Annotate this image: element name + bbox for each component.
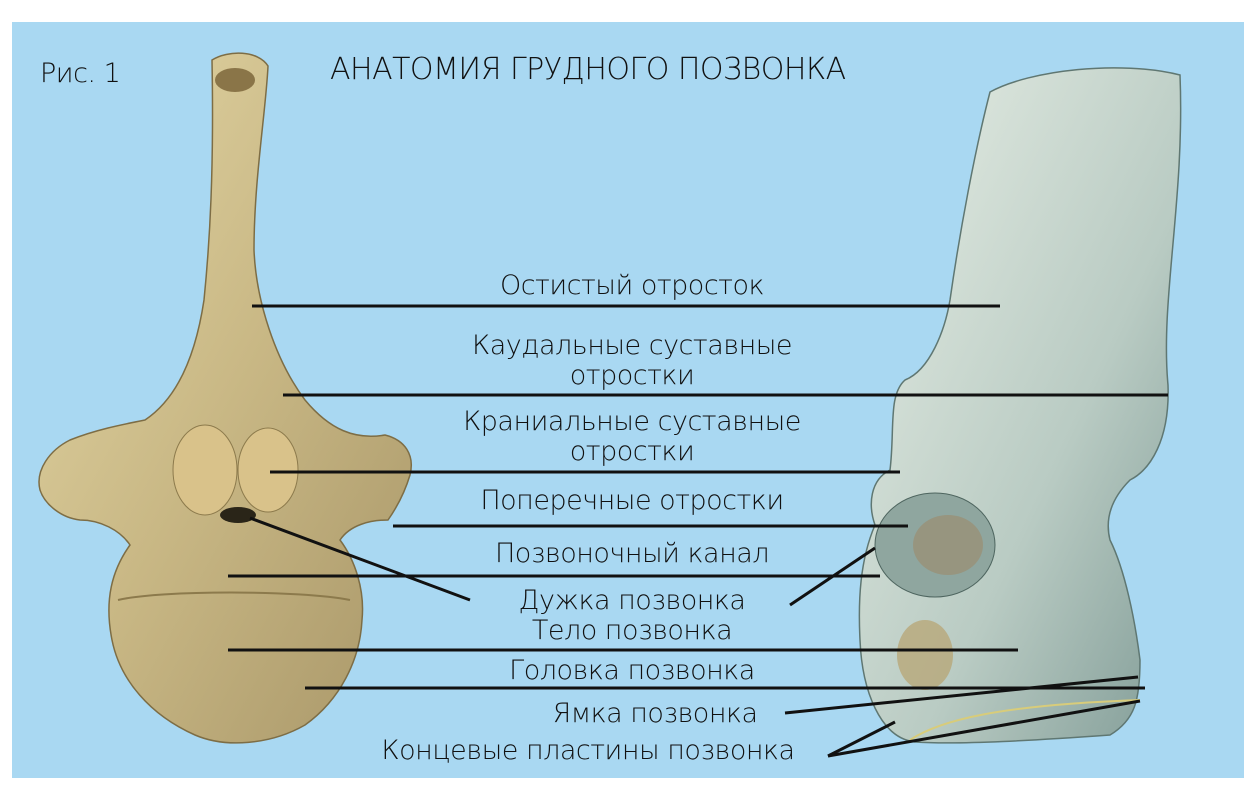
label-end-plates: Концевые пластины позвонка — [381, 735, 794, 766]
vertebral-canal-shape — [220, 507, 256, 523]
label-cranial-facets-2: отростки — [570, 436, 694, 467]
facet-right — [238, 428, 298, 512]
vertebra-front-silhouette — [39, 53, 411, 743]
costal-facet — [913, 515, 983, 575]
label-caudal-facets-1: Каудальные суставные — [472, 330, 792, 361]
lower-facet — [897, 620, 953, 690]
spine-tip — [215, 68, 255, 92]
page-title: АНАТОМИЯ ГРУДНОГО ПОЗВОНКА — [330, 52, 846, 87]
label-vertebral-canal: Позвоночный канал — [495, 538, 769, 569]
label-vertebral-fossa: Ямка позвонка — [552, 698, 757, 729]
label-caudal-facets-2: отростки — [570, 360, 694, 391]
label-vertebral-body: Тело позвонка — [532, 615, 732, 646]
label-vertebral-arch: Дужка позвонка — [519, 585, 746, 616]
label-transverse-processes: Поперечные отростки — [480, 485, 783, 516]
label-spinous-process: Остистый отросток — [500, 270, 764, 301]
figure-number: Рис. 1 — [40, 58, 120, 89]
vertebra-side-view — [859, 68, 1180, 743]
facet-left — [173, 425, 237, 515]
vertebra-front-view — [39, 53, 411, 743]
label-vertebral-head: Головка позвонка — [509, 655, 755, 686]
label-cranial-facets-1: Краниальные суставные — [463, 406, 801, 437]
